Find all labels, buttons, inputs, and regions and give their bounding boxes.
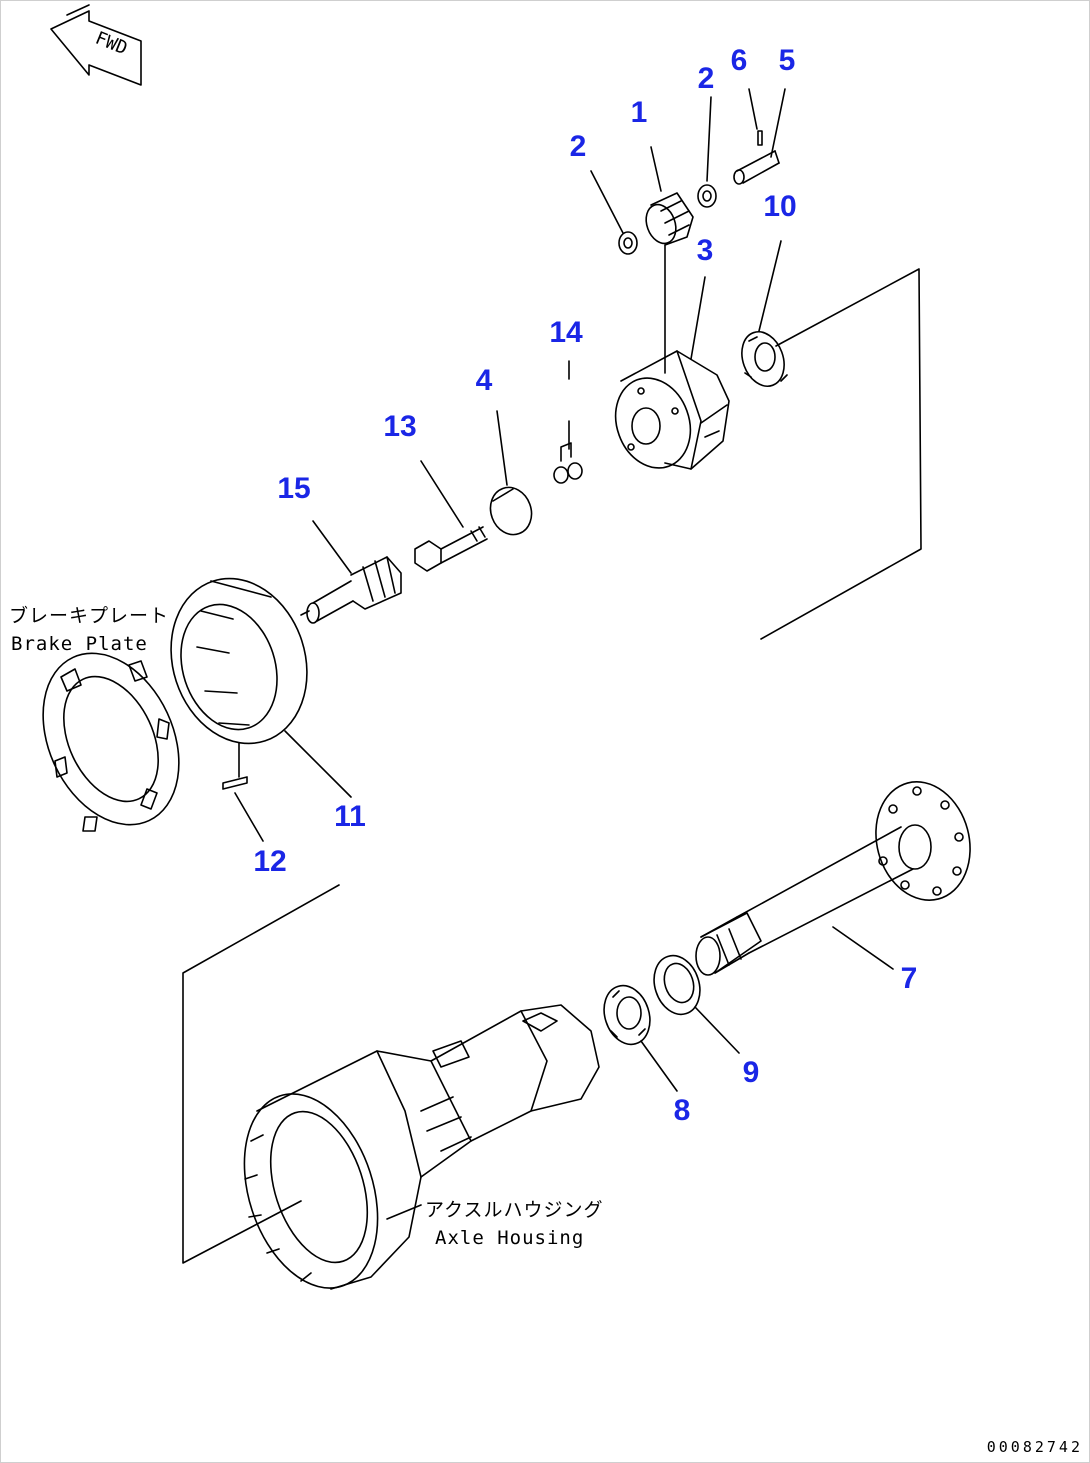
planetary-gear-part-1	[645, 192, 694, 246]
callout-12: 12	[253, 845, 287, 878]
callout-6: 6	[730, 44, 748, 77]
callout-3: 3	[696, 234, 714, 267]
pin-part-5	[733, 150, 780, 185]
axle-housing-label-jp: アクスルハウジング	[425, 1199, 604, 1221]
callout-9: 9	[742, 1056, 760, 1089]
fwd-arrow-icon	[50, 4, 142, 86]
callout-5: 5	[778, 44, 796, 77]
callout-1: 1	[630, 96, 648, 129]
dowel-pin-part-12	[222, 776, 248, 790]
brake-plate-label-en: Brake Plate	[11, 633, 148, 655]
thrust-plate-part-4	[489, 486, 533, 536]
axle-shaft-part-7	[695, 781, 971, 976]
callout-7: 7	[900, 962, 918, 995]
callout-2b: 2	[697, 62, 715, 95]
planetary-carrier-part-3	[614, 350, 730, 470]
brake-plate-label-jp: ブレーキプレート	[9, 605, 170, 627]
pin-part-6	[757, 130, 763, 146]
brake-plate	[42, 652, 180, 832]
bolt-part-13	[414, 526, 488, 572]
sun-gear-shaft-part-15	[300, 556, 402, 624]
lock-washer-part-14	[553, 442, 583, 484]
ring-gear-part-11	[170, 577, 308, 745]
callout-13: 13	[383, 410, 417, 443]
thrust-washer-part-2a	[618, 231, 638, 255]
callout-2a: 2	[569, 130, 587, 163]
axle-housing-label-en: Axle Housing	[435, 1227, 585, 1249]
bearing-part-8	[603, 984, 651, 1046]
thrust-washer-part-2b	[697, 184, 717, 208]
callout-14: 14	[549, 316, 583, 349]
lower-frame-line	[182, 884, 340, 1264]
callout-4: 4	[475, 364, 493, 397]
callout-8: 8	[673, 1094, 691, 1127]
axle-housing	[243, 1004, 600, 1290]
callout-10: 10	[763, 190, 797, 223]
callout-11: 11	[334, 800, 366, 833]
callout-15: 15	[277, 472, 311, 505]
drawing-number: 00082742	[986, 1438, 1083, 1456]
oil-seal-part-9	[653, 954, 701, 1016]
bearing-part-10	[741, 331, 788, 387]
leader-lines	[234, 88, 894, 1220]
upper-frame-line	[760, 268, 922, 640]
